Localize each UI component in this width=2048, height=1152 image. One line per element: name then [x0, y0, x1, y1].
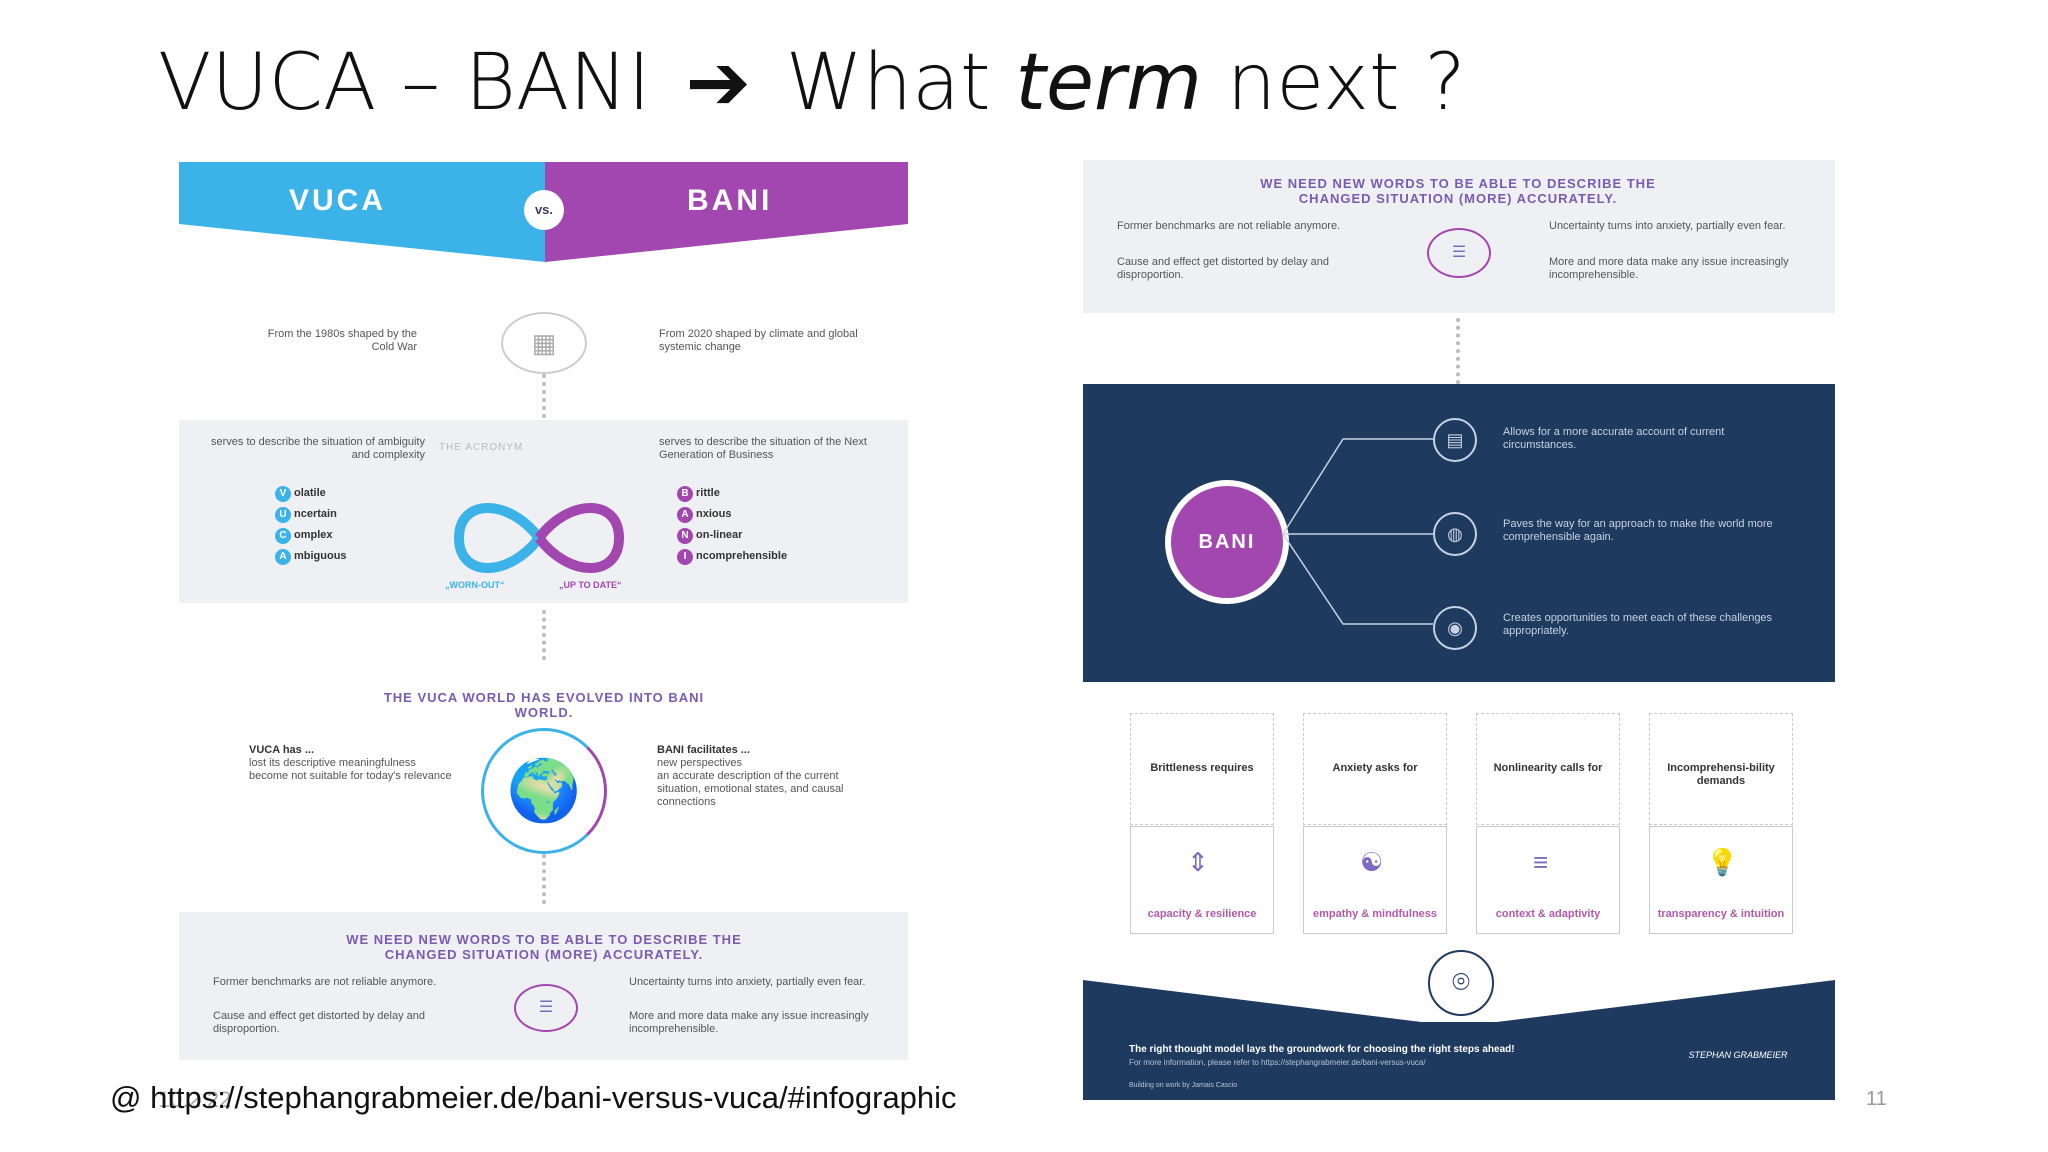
vuca-era: From the 1980s shaped by the Cold War	[267, 328, 417, 353]
card-anxiety-head: Anxiety asks for	[1303, 713, 1447, 825]
source-link[interactable]: @ https://stephangrabmeier.de/bani-versu…	[110, 1080, 957, 1115]
footer-sub: For more information, please refer to ht…	[1129, 1058, 1426, 1067]
card-nonlinearity-body: ≡context & adaptivity	[1476, 826, 1620, 934]
new-words-band: WE NEED NEW WORDS TO BE ABLE TO DESCRIBE…	[1083, 160, 1835, 313]
new-words-title: WE NEED NEW WORDS TO BE ABLE TO DESCRIBE…	[1260, 176, 1656, 206]
page-number: 11	[1866, 1088, 1887, 1110]
nw-right2: More and more data make any issue increa…	[629, 1010, 869, 1035]
calendar-icon: ▦	[501, 312, 587, 374]
card-incomprehensibility-head: Incomprehensi-bility demands	[1649, 713, 1793, 825]
card-anxiety-body: ☯empathy & mindfulness	[1303, 826, 1447, 934]
slide-date: 10.2.22	[158, 1087, 232, 1112]
nw-right1: Uncertainty turns into anxiety, partiall…	[1549, 220, 1786, 232]
connector-lines	[1283, 438, 1433, 625]
benefit-1: Allows for a more accurate account of cu…	[1503, 426, 1725, 451]
title-italic: term	[1015, 38, 1202, 128]
nw-left1: Former benchmarks are not reliable anymo…	[213, 976, 437, 988]
nw-right1: Uncertainty turns into anxiety, partiall…	[629, 976, 866, 988]
document-icon: ▤	[1433, 418, 1477, 462]
speech-bubble-icon: ☰	[1427, 228, 1491, 278]
footer-credit: Building on work by Jamais Cascio	[1129, 1082, 1238, 1089]
vuca-bani-infographic-left: VUCA BANI vs. From the 1980s shaped by t…	[179, 162, 908, 1062]
up-to-date-label: „UP TO DATE“	[559, 580, 622, 590]
vuca-has-block: VUCA has ... lost its descriptive meanin…	[249, 744, 452, 782]
new-words-band: WE NEED NEW WORDS TO BE ABLE TO DESCRIBE…	[179, 912, 908, 1060]
benefit-2: Paves the way for an approach to make th…	[1503, 518, 1773, 543]
resilience-icon: ⇕	[1187, 847, 1209, 877]
footer-main: The right thought model lays the groundw…	[1129, 1044, 1515, 1055]
acronym-label: THE ACRONYM	[439, 442, 524, 453]
bani-era: From 2020 shaped by climate and global s…	[659, 328, 858, 353]
arrow-icon: ➔	[685, 38, 751, 128]
card-brittleness-body: ⇕capacity & resilience	[1130, 826, 1274, 934]
bani-heading: BANI	[687, 184, 773, 217]
bani-facilitates-block: BANI facilitates ... new perspectives an…	[657, 744, 844, 808]
card-incomprehensibility-body: 💡transparency & intuition	[1649, 826, 1793, 934]
speech-bubble-icon: ☰	[514, 984, 578, 1032]
bani-acronym-desc: serves to describe the situation of the …	[659, 436, 867, 461]
vuca-heading: VUCA	[289, 184, 387, 217]
signature-logo: STEPHAN GRABMEIER	[1688, 1050, 1788, 1060]
sliders-icon: ≡	[1533, 847, 1549, 877]
bani-circle: BANI	[1165, 480, 1289, 604]
bani-benefits-panel: BANI ▤ ◍ ◉ Allows for a more accurate ac…	[1083, 384, 1835, 682]
globe-icon: ◍	[1433, 512, 1477, 556]
vuca-acronym-desc: serves to describe the situation of ambi…	[210, 436, 425, 461]
mindfulness-icon: ☯	[1360, 847, 1384, 877]
eye-icon: ◉	[1433, 606, 1477, 650]
card-brittleness-head: Brittleness requires	[1130, 713, 1274, 825]
bani-infographic-right: WE NEED NEW WORDS TO BE ABLE TO DESCRIBE…	[1083, 160, 1835, 1100]
dotted-connector	[1456, 318, 1464, 392]
vs-badge: vs.	[524, 190, 564, 230]
worn-out-label: „WORN-OUT“	[445, 580, 505, 590]
acronym-band: serves to describe the situation of ambi…	[179, 420, 908, 603]
nw-left1: Former benchmarks are not reliable anymo…	[1117, 220, 1341, 232]
maze-head-icon: ⌾	[1428, 950, 1494, 1016]
new-words-title: WE NEED NEW WORDS TO BE ABLE TO DESCRIBE…	[346, 932, 742, 962]
lightbulb-icon: 💡	[1706, 847, 1739, 877]
title-part3: next ?	[1226, 38, 1466, 128]
slide-title: VUCA – BANI ➔ What term next ?	[158, 38, 1466, 128]
card-nonlinearity-head: Nonlinearity calls for	[1476, 713, 1620, 825]
benefit-3: Creates opportunities to meet each of th…	[1503, 612, 1773, 637]
nw-left2: Cause and effect get distorted by delay …	[1117, 256, 1329, 281]
globe-icon: 🌍	[481, 728, 607, 854]
title-part2: What	[785, 38, 991, 128]
dotted-connector	[542, 374, 550, 434]
nw-left2: Cause and effect get distorted by delay …	[213, 1010, 425, 1035]
infinity-icon	[453, 503, 625, 573]
dotted-connector	[542, 854, 550, 904]
nw-right2: More and more data make any issue increa…	[1549, 256, 1789, 281]
dotted-connector	[542, 610, 550, 660]
evolved-title: THE VUCA WORLD HAS EVOLVED INTO BANI WOR…	[383, 690, 705, 720]
title-part1: VUCA – BANI	[158, 38, 651, 128]
